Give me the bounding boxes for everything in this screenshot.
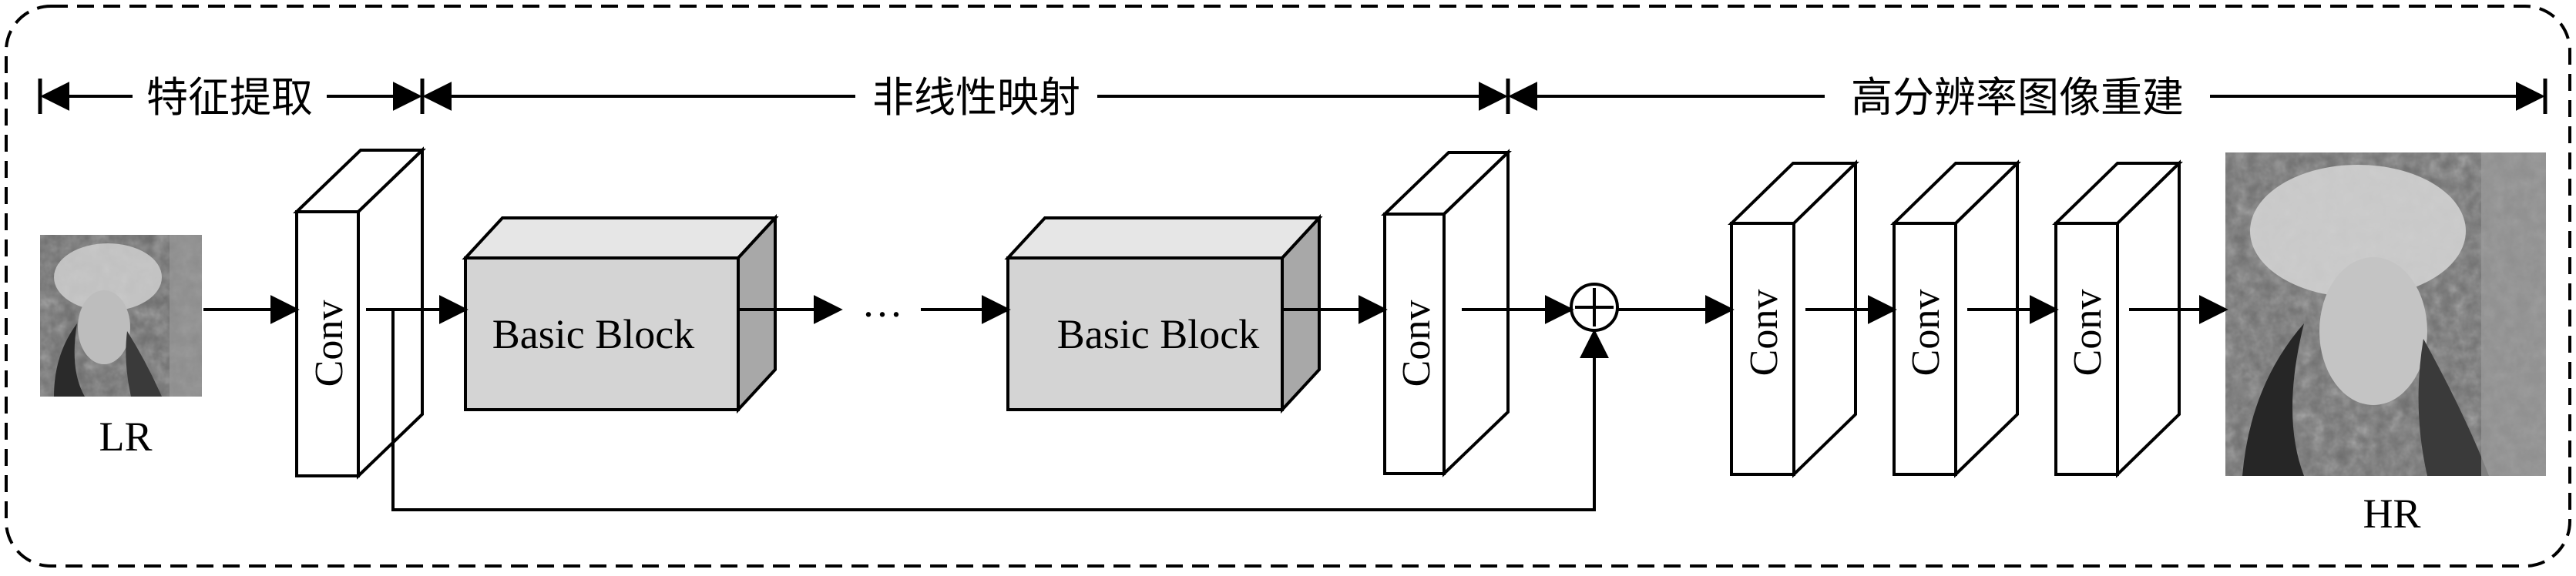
basic-block-label: Basic Block bbox=[492, 311, 694, 357]
lr-label: LR bbox=[99, 414, 152, 460]
conv-block-1: Conv bbox=[293, 146, 426, 480]
conv-block-4: Conv bbox=[1890, 159, 2021, 478]
stage-label-nonlinear-mapping: 非线性映射 bbox=[872, 73, 1080, 122]
basic-block-2: Basic Block bbox=[1004, 213, 1323, 414]
outer-dashed-frame bbox=[5, 5, 2571, 568]
conv-block-3: Conv bbox=[1728, 159, 1859, 478]
stage-header-feature-extraction: 特征提取 bbox=[38, 73, 425, 122]
conv-label: Conv bbox=[1904, 290, 1948, 377]
conv-label: Conv bbox=[1742, 290, 1786, 377]
conv-label: Conv bbox=[2066, 290, 2110, 377]
hr-image bbox=[2225, 152, 2546, 476]
sum-node bbox=[1570, 283, 1619, 332]
stage-header-nonlinear-mapping: 非线性映射 bbox=[422, 73, 1510, 122]
stage-header-reconstruction: 高分辨率图像重建 bbox=[1508, 73, 2547, 122]
skip-connection bbox=[391, 310, 1609, 511]
ellipsis: ··· bbox=[861, 291, 903, 337]
lr-image bbox=[40, 235, 202, 397]
conv-label: Conv bbox=[307, 300, 351, 387]
conv-label: Conv bbox=[1395, 300, 1439, 387]
flow-arrows bbox=[203, 295, 2228, 511]
stage-label-feature-extraction: 特征提取 bbox=[146, 73, 313, 122]
conv-block-2: Conv bbox=[1381, 149, 1512, 477]
conv-block-5: Conv bbox=[2052, 159, 2183, 478]
basic-block-1: Basic Block bbox=[462, 213, 779, 414]
hr-label: HR bbox=[2363, 491, 2420, 537]
basic-block-label: Basic Block bbox=[1057, 311, 1259, 357]
stage-label-reconstruction: 高分辨率图像重建 bbox=[1851, 73, 2184, 122]
